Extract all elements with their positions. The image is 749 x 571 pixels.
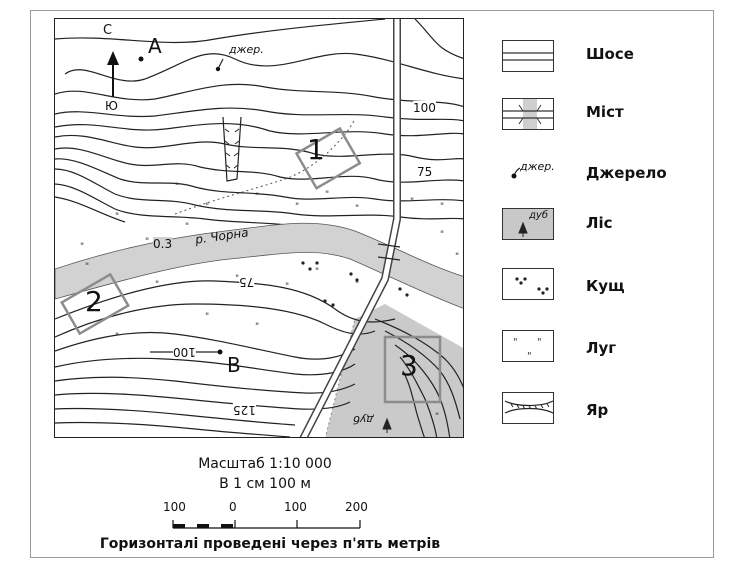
legend-forest-box: дуб [502,208,554,240]
legend-label-spring: Джерело [586,164,667,182]
scale-bar [172,520,361,529]
area-box-2 [60,272,130,336]
contour-interval-note: Горизонталі проведені через п'ять метрів [99,536,441,552]
svg-text:": " [435,412,439,422]
contour-label-100-left: 100 [173,345,196,359]
spring-icon [511,167,521,179]
legend-spring-box: джер. [502,156,555,188]
legend-label-bridge: Міст [586,103,624,121]
svg-text:": " [455,252,459,262]
svg-text:": " [205,312,209,322]
scale-tick-200: 200 [345,500,368,514]
river-width-label: 0.3 [153,237,173,251]
legend-label-road: Шосе [586,45,634,63]
spring-symbol [215,66,221,72]
legend-bush-box [502,268,554,300]
area-box-1 [294,126,362,190]
area-label-3: 3 [400,349,418,382]
contour-label-100-top: 100 [413,101,436,115]
legend-road-box [502,40,554,72]
meadow-marks: " " " " " " " " " " " " " " " " " " " " " " " " [80,182,459,422]
scale-tick-100-left: 100 [163,500,186,514]
legend-bridge-box [502,98,554,130]
highway [299,19,401,437]
svg-text:": " [537,337,542,348]
bridge-icon [503,99,553,129]
svg-text:": " [185,222,189,232]
topographic-map: " " " " " " " " " " " " " " " " " " " " " " " " С [54,18,464,438]
road-icon [503,52,553,61]
svg-text:": " [513,337,518,348]
forest-icon [518,221,528,237]
spring-label: джер. [229,43,264,56]
legend-spring-symbol-text: джер. [520,160,555,173]
svg-text:": " [80,242,84,252]
river-chorna [55,222,463,309]
north-arrow [107,51,119,65]
contour-label-125: 125 [233,403,256,417]
point-b-label: В [227,353,241,377]
svg-text:": " [285,282,289,292]
svg-text:": " [325,190,329,200]
svg-text:": " [255,192,259,202]
svg-text:": " [175,182,179,192]
svg-text:": " [355,280,359,290]
svg-text:": " [440,202,444,212]
ravine-icon [504,400,553,414]
svg-text:": " [440,230,444,240]
svg-text:": " [295,202,299,212]
svg-text:": " [410,197,414,207]
forest-area [325,304,463,437]
scale-tick-0: 0 [229,500,237,514]
area-label-2: 2 [85,285,103,318]
svg-text:": " [205,202,209,212]
area-box-3 [383,335,442,404]
point-a-label: А [148,34,162,58]
contour-label-75-mid: 75 [239,275,255,289]
legend-forest-symbol-text: дуб [529,210,548,221]
svg-text:": " [255,322,259,332]
forest-tree-symbol [382,417,392,433]
bush-marks [301,261,409,307]
area-label-1: 1 [307,133,325,166]
scale-tick-100-right: 100 [284,500,307,514]
contour-label-75-right: 75 [417,165,433,179]
svg-text:": " [235,274,239,284]
legend-label-meadow: Луг [586,339,617,357]
svg-text:": " [355,204,359,214]
svg-text:": " [527,351,532,362]
bridge-symbol [377,243,401,261]
svg-text:": " [315,267,319,277]
south-label: Ю [105,99,118,113]
svg-text:": " [155,280,159,290]
legend-meadow-box: " " " [502,330,554,362]
point-a-dot [138,56,144,62]
point-b-dot [217,349,223,355]
scale-subtitle: В 1 см 100 м [219,476,311,492]
svg-text:": " [145,237,149,247]
scale-title: Масштаб 1:10 000 [198,456,332,472]
legend-ravine-box [502,392,554,424]
svg-text:": " [115,212,119,222]
legend-label-bush: Кущ [586,277,625,295]
svg-text:": " [115,332,119,342]
forest-label: дуб [353,413,374,426]
meadow-icon: " " " [513,337,542,362]
bush-icon [515,277,549,295]
svg-text:": " [85,262,89,272]
legend-label-forest: Ліс [586,214,613,232]
north-label: С [103,23,113,38]
ravine-symbol [222,116,242,182]
legend-label-ravine: Яр [586,401,609,419]
